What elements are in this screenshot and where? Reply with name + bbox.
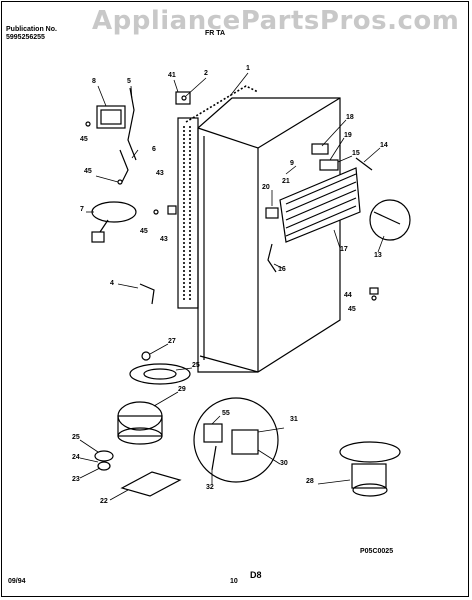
callout-26: 25 bbox=[192, 362, 200, 369]
drain-pan bbox=[129, 363, 191, 385]
callout-43-b: 43 bbox=[160, 236, 168, 243]
wrap-side bbox=[177, 117, 199, 309]
callout-41: 41 bbox=[168, 72, 176, 79]
callout-44: 44 bbox=[344, 292, 352, 299]
callout-6: 6 bbox=[152, 146, 156, 153]
callout-32: 32 bbox=[206, 484, 214, 491]
publication-label: Publication No. bbox=[6, 26, 57, 33]
compressor-alt bbox=[351, 463, 387, 489]
model-number: FR TA bbox=[205, 30, 226, 37]
callout-21: 21 bbox=[282, 178, 290, 185]
callout-55: 55 bbox=[222, 410, 230, 417]
part-44 bbox=[369, 287, 379, 295]
condenser bbox=[279, 167, 361, 243]
screw-45b bbox=[117, 179, 123, 185]
callout-45-d: 45 bbox=[348, 306, 356, 313]
power-cord bbox=[91, 201, 137, 223]
callout-18: 18 bbox=[346, 114, 354, 121]
callout-28: 28 bbox=[306, 478, 314, 485]
callout-16: 16 bbox=[278, 266, 286, 273]
part-8 bbox=[96, 105, 126, 129]
footer-page: 10 bbox=[230, 578, 238, 585]
insulation-wrap bbox=[183, 85, 259, 300]
part-14 bbox=[355, 157, 373, 171]
callout-15: 15 bbox=[352, 150, 360, 157]
callout-23: 23 bbox=[72, 476, 80, 483]
footer-section: D8 bbox=[250, 570, 262, 580]
callout-31: 31 bbox=[290, 416, 298, 423]
callout-17: 17 bbox=[340, 246, 348, 253]
part-4 bbox=[139, 283, 155, 305]
part-43b bbox=[167, 205, 177, 215]
part-15 bbox=[319, 159, 339, 171]
part-2 bbox=[175, 91, 191, 105]
callout-25: 25 bbox=[72, 434, 80, 441]
callout-7: 7 bbox=[80, 206, 84, 213]
screw-45a bbox=[85, 121, 91, 127]
cabinet bbox=[197, 97, 341, 373]
callout-9: 9 bbox=[290, 160, 294, 167]
callout-29: 29 bbox=[178, 386, 186, 393]
callout-22: 22 bbox=[100, 498, 108, 505]
base-plate bbox=[120, 471, 182, 497]
callout-8: 8 bbox=[92, 78, 96, 85]
callout-4: 4 bbox=[110, 280, 114, 287]
part-27 bbox=[141, 351, 151, 361]
callout-5: 5 bbox=[127, 78, 131, 85]
callout-45-c: 45 bbox=[140, 228, 148, 235]
part-16 bbox=[267, 243, 277, 273]
footer-date: 09/94 bbox=[8, 578, 26, 585]
callout-43-a: 43 bbox=[156, 170, 164, 177]
part-6 bbox=[119, 149, 129, 183]
drain-pan-alt bbox=[339, 441, 401, 463]
callout-20: 20 bbox=[262, 184, 270, 191]
relay-detail-circle bbox=[193, 397, 279, 483]
callout-27: 27 bbox=[168, 338, 176, 345]
screw-45c bbox=[153, 209, 159, 215]
callout-19: 19 bbox=[344, 132, 352, 139]
leader-lines bbox=[79, 72, 385, 501]
thermostat-detail bbox=[369, 199, 411, 241]
relay bbox=[231, 429, 259, 455]
screw-41 bbox=[181, 95, 187, 101]
callout-24: 24 bbox=[72, 454, 80, 461]
callout-45-a: 45 bbox=[80, 136, 88, 143]
overload bbox=[203, 423, 223, 443]
publication-number: 5995256255 bbox=[6, 34, 45, 41]
callout-14: 14 bbox=[380, 142, 388, 149]
callout-1: 1 bbox=[246, 65, 250, 72]
callout-13: 13 bbox=[374, 252, 382, 259]
callout-45-b: 45 bbox=[84, 168, 92, 175]
callout-2: 2 bbox=[204, 70, 208, 77]
part-18 bbox=[311, 143, 329, 155]
part-20 bbox=[265, 207, 279, 219]
grommet bbox=[94, 450, 114, 462]
screw-45d bbox=[371, 295, 377, 301]
drawing-code: P05C0025 bbox=[360, 548, 394, 555]
watermark: AppliancePartsPros.com bbox=[92, 6, 460, 36]
callout-30: 30 bbox=[280, 460, 288, 467]
